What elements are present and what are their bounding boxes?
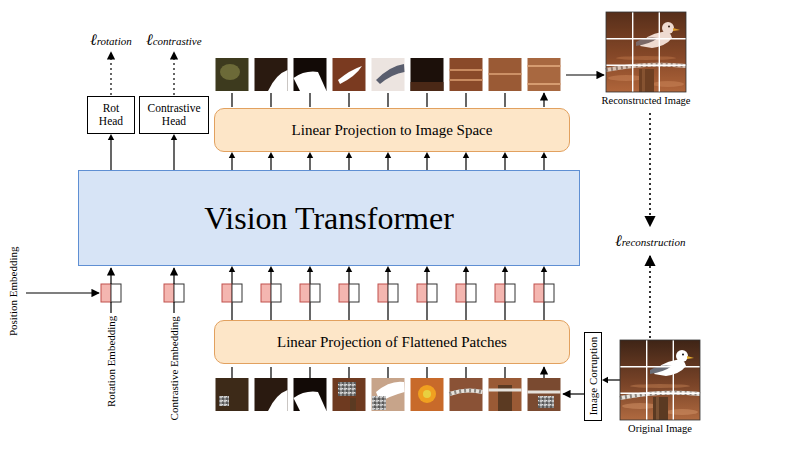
connector-line: [231, 157, 232, 170]
input-patches: [216, 378, 561, 411]
connector-arrow: [346, 152, 352, 170]
connector-arrow: [541, 152, 547, 170]
arrow-head: [541, 266, 547, 272]
connector-line: [110, 139, 111, 170]
node-text: Image Corruption: [587, 337, 599, 416]
head-box: Rot Head: [87, 96, 135, 134]
connector-line: [309, 157, 310, 170]
arrow-head: [229, 266, 235, 272]
arrow-head: [171, 134, 177, 140]
arrow-head: [346, 266, 352, 272]
arrow-head: [502, 152, 508, 158]
arrow-head: [385, 152, 391, 158]
node-text: Rot Head: [91, 102, 131, 128]
arrow-head: [268, 266, 274, 272]
arrow-head: [307, 266, 313, 272]
loss-label: ℓreconstruction: [615, 232, 685, 250]
corruption-box: Image Corruption: [584, 332, 602, 421]
layout-arrows: [26, 52, 650, 394]
reconstructed-photo: [606, 12, 686, 92]
connector-line: [348, 157, 349, 170]
arrow-head: [268, 152, 274, 158]
connector-line: [465, 157, 466, 170]
connector-line: [426, 157, 427, 170]
connector-arrow: [463, 152, 469, 170]
embedding-label: Contrastive Embedding: [168, 316, 181, 420]
arrow-head: [602, 377, 608, 383]
loss-label: ℓcontrastive: [146, 31, 202, 49]
connector-line: [270, 157, 271, 170]
arrow-head: [463, 152, 469, 158]
connector-arrow: [108, 134, 114, 170]
arrow-head: [385, 266, 391, 272]
node-text: Linear Projection of Flattened Patches: [277, 334, 507, 351]
connector-arrow: [307, 152, 313, 170]
node-text: Linear Projection to Image Space: [292, 122, 493, 139]
connector-line: [543, 157, 544, 170]
arrow-head: [541, 152, 547, 158]
connector-arrow: [602, 377, 620, 383]
node-text: Vision Transformer: [204, 200, 454, 237]
connector-arrow: [424, 152, 430, 170]
arrow-head: [424, 152, 430, 158]
projection-band: Linear Projection of Flattened Patches: [214, 320, 570, 364]
projection-band: Linear Projection to Image Space: [214, 108, 570, 152]
image-caption: Reconstructed Image: [602, 95, 691, 106]
arrow-head: [463, 266, 469, 272]
connector-arrow: [229, 152, 235, 170]
loss-label: ℓrotation: [90, 31, 132, 49]
embedding-tokens: [101, 284, 554, 302]
node-text: Contrastive Head: [143, 102, 205, 128]
arrow-head: [229, 152, 235, 158]
embedding-label: Position Embedding: [7, 246, 20, 336]
arrow-head: [108, 134, 114, 140]
transformer-block: Vision Transformer: [78, 170, 580, 266]
image-caption: Original Image: [628, 423, 692, 434]
connector-line: [173, 139, 174, 170]
connector-arrow: [171, 134, 177, 170]
head-box: Contrastive Head: [139, 96, 209, 134]
output-patches: [216, 58, 561, 91]
original-photo: [620, 340, 700, 420]
connector-line: [387, 157, 388, 170]
connector-line: [607, 379, 620, 380]
arrow-head: [502, 266, 508, 272]
arrow-head: [307, 152, 313, 158]
connector-arrow: [385, 152, 391, 170]
arrow-head: [346, 152, 352, 158]
connector-line: [504, 157, 505, 170]
embedding-label: Rotation Embedding: [105, 316, 118, 407]
connector-arrow: [268, 152, 274, 170]
image-frame: Original Image: [620, 340, 700, 420]
image-frame: Reconstructed Image: [606, 12, 686, 92]
connector-arrow: [502, 152, 508, 170]
arrow-head: [424, 266, 430, 272]
